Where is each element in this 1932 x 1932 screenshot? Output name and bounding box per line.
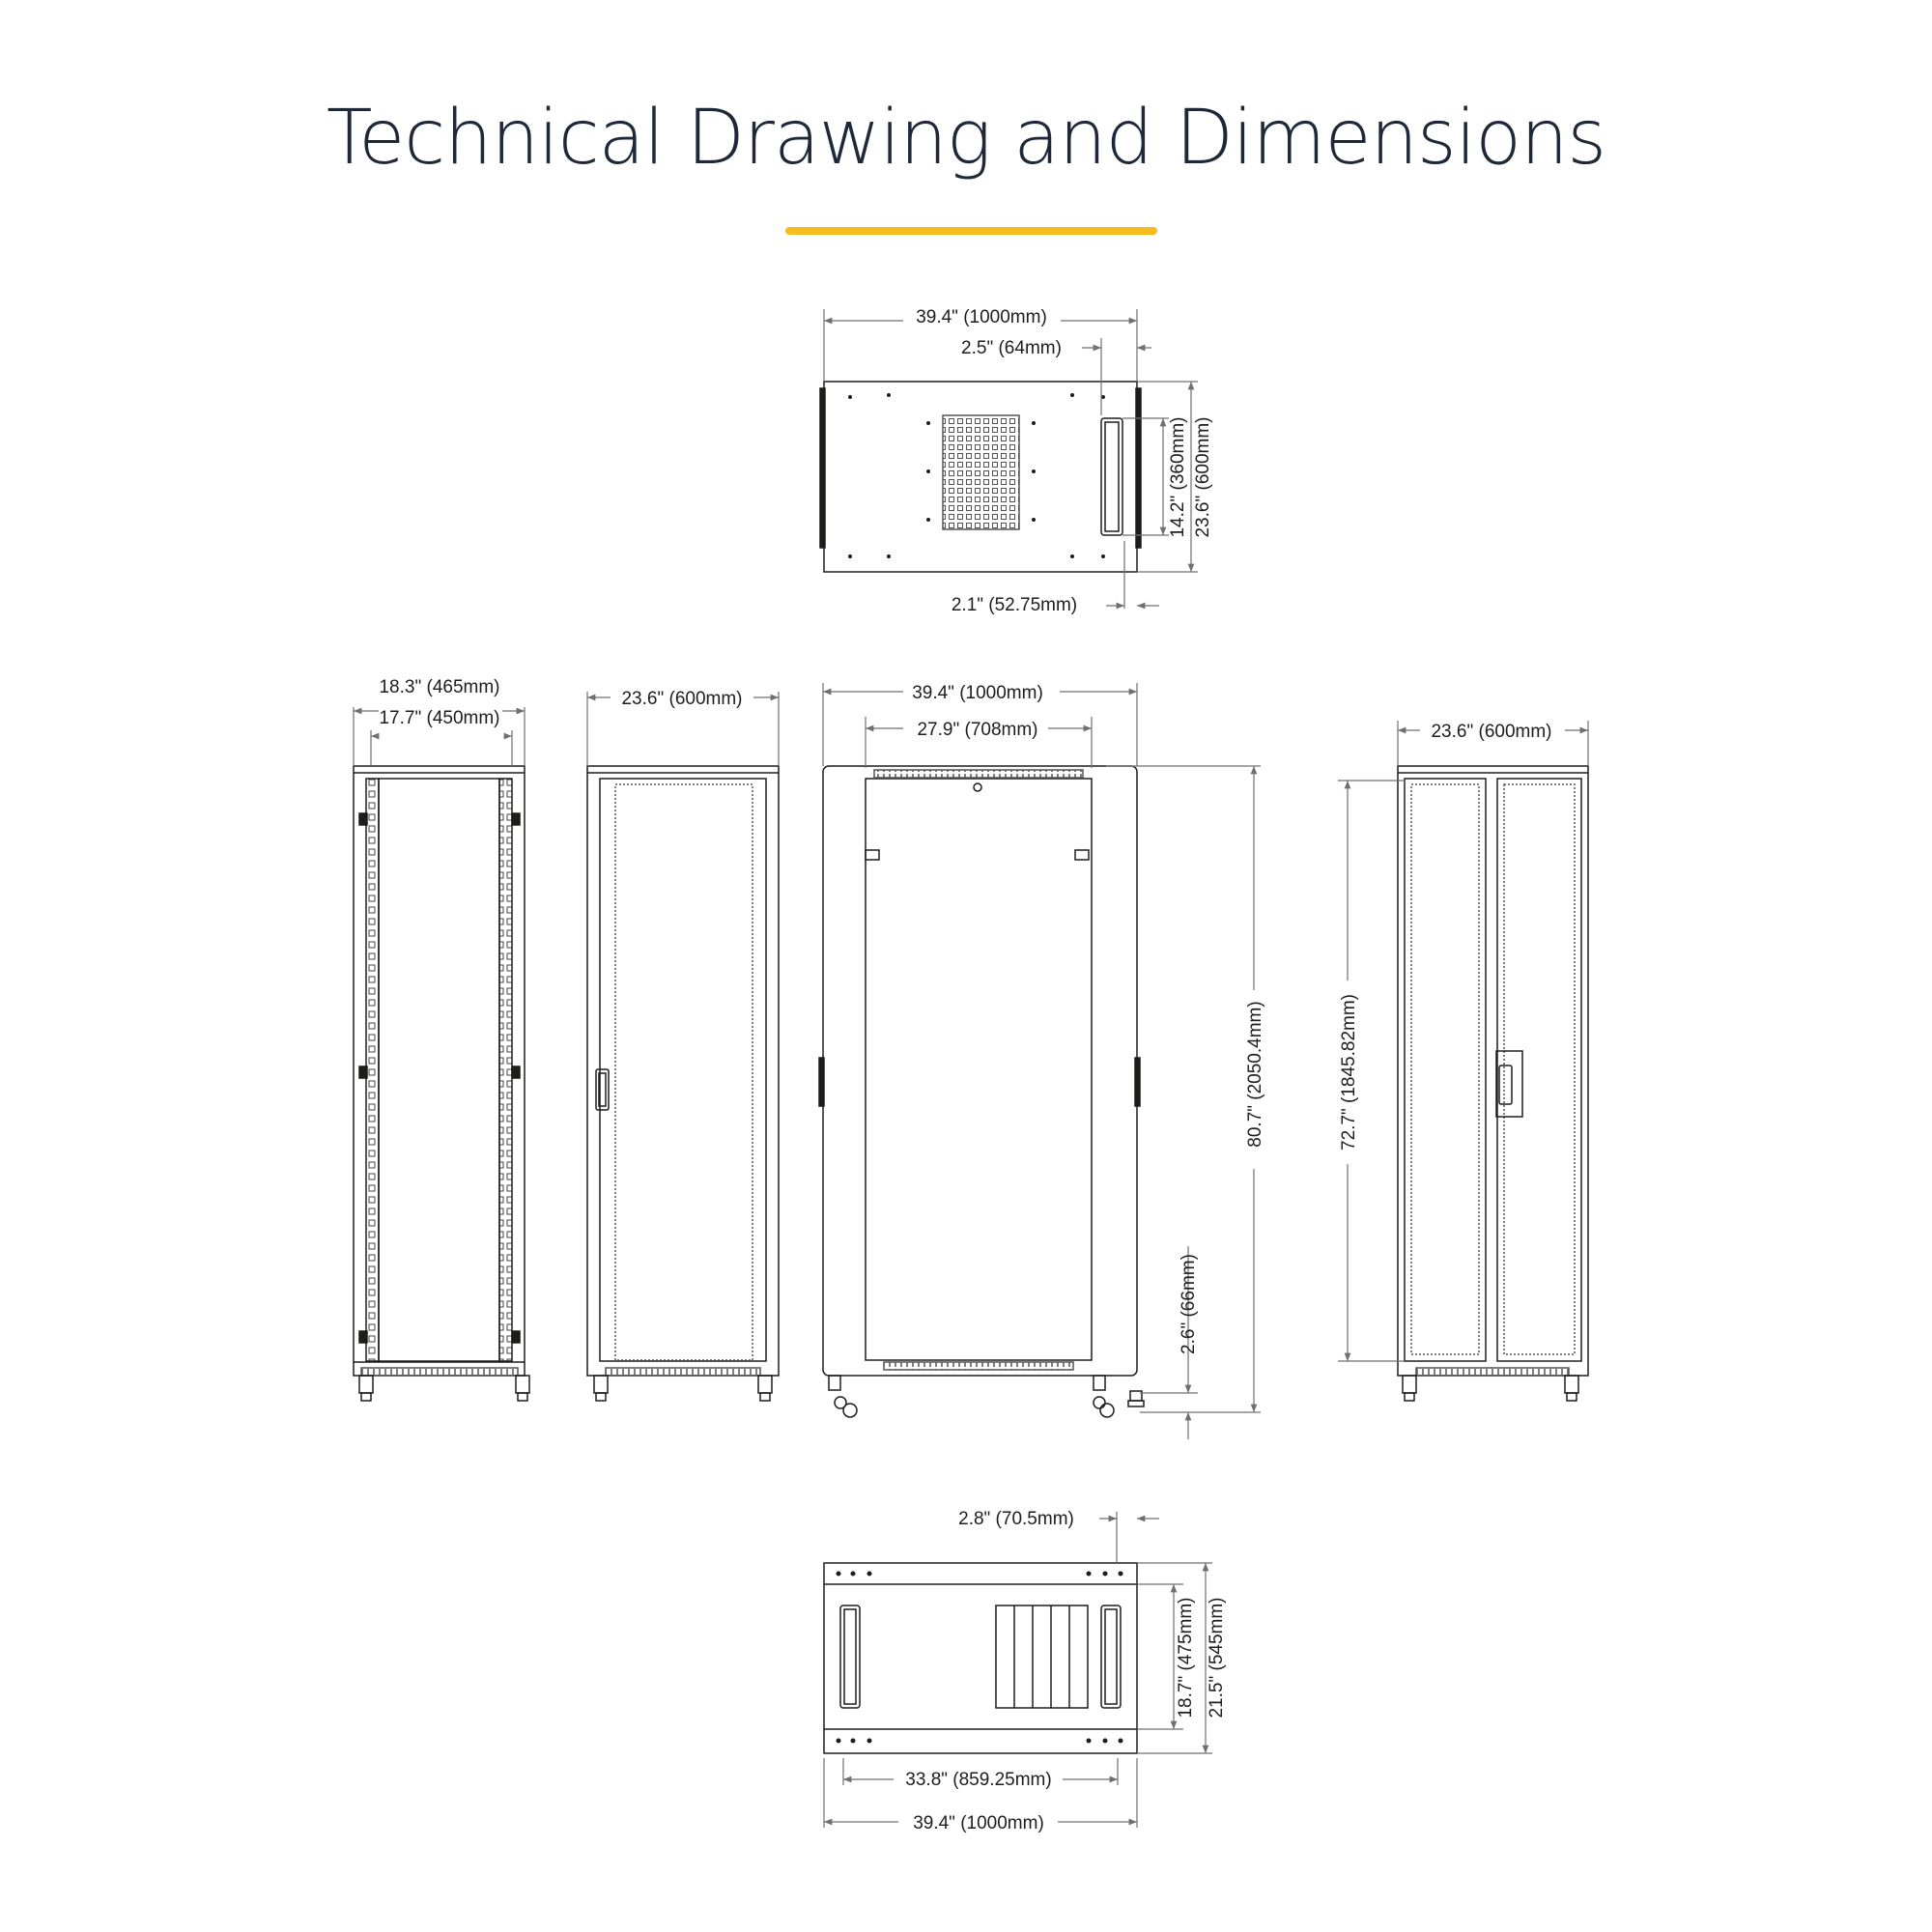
top-bottom-offset-label: 2.1" (52.75mm): [952, 595, 1077, 615]
side-door-view: [818, 765, 1145, 1418]
rear-view: [1397, 765, 1589, 1402]
bottom-view: [823, 1562, 1138, 1754]
bottom-mount-spacing-label: 33.8" (859.25mm): [905, 1770, 1051, 1790]
side-frame-dimensions: [353, 707, 526, 766]
rear-view-dimensions: [1338, 721, 1589, 1362]
bottom-view-dimensions: [823, 1512, 1212, 1828]
side-overall-depth-label: 39.4" (1000mm): [912, 683, 1043, 703]
side-inner-width-label: 17.7" (450mm): [379, 708, 499, 728]
side-door-dimensions: [822, 683, 1261, 1439]
side-frame-view: [353, 765, 530, 1402]
front-width-label: 23.6" (600mm): [621, 689, 742, 709]
bottom-outer-depth-label: 21.5" (545mm): [1207, 1597, 1227, 1718]
top-view: [819, 381, 1142, 573]
top-handle-length-label: 14.2" (360mm): [1168, 416, 1188, 537]
overall-height-label: 80.7" (2050.4mm): [1245, 1001, 1265, 1147]
caster-height-label: 2.6" (66mm): [1179, 1254, 1199, 1354]
front-view: [586, 765, 780, 1402]
bottom-overall-width-label: 39.4" (1000mm): [913, 1813, 1044, 1833]
bottom-edge-offset-label: 2.8" (70.5mm): [958, 1509, 1074, 1529]
bottom-inner-depth-label: 18.7" (475mm): [1176, 1597, 1196, 1718]
front-view-dimensions: [586, 692, 780, 766]
top-overall-width-label: 39.4" (1000mm): [916, 307, 1047, 327]
top-edge-offset-label: 2.5" (64mm): [961, 338, 1062, 358]
top-view-dimensions: [823, 309, 1198, 610]
title-underline: [785, 227, 1157, 235]
side-door-width-label: 27.9" (708mm): [917, 720, 1037, 740]
rear-door-height-label: 72.7" (1845.82mm): [1339, 994, 1359, 1151]
rear-width-label: 23.6" (600mm): [1431, 722, 1551, 742]
top-overall-depth-label: 23.6" (600mm): [1193, 416, 1213, 537]
side-outer-width-label: 18.3" (465mm): [379, 677, 499, 697]
page-title: Technical Drawing and Dimensions: [326, 95, 1606, 182]
